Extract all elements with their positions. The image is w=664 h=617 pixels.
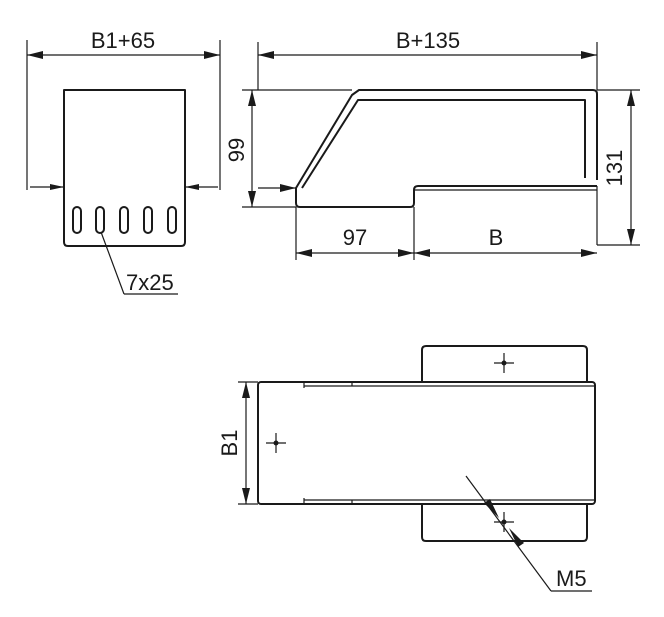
bolt-leader: M5 (465, 475, 592, 592)
plan-upper-flange (421, 345, 588, 382)
dimension-label: B+135 (396, 28, 460, 53)
slot (95, 206, 105, 234)
crosshair-mark (494, 353, 514, 373)
dimension-plan-width: B1 (217, 381, 258, 505)
dimension-side-height-right: 131 (596, 89, 640, 246)
slot-leader: 7x25 (100, 231, 178, 295)
plan-view: B1 M5 (217, 345, 596, 592)
side-view-outer-profile (295, 89, 598, 189)
plan-main-body (257, 381, 596, 505)
dimension-front-width: B1+65 (26, 28, 221, 190)
dimension-label: 97 (343, 225, 367, 250)
dimension-side-width: B+135 (257, 28, 598, 90)
slot (119, 206, 129, 234)
side-view-bottom-profile (295, 185, 597, 208)
slot (72, 206, 82, 234)
slot (143, 206, 153, 234)
dimension-offset-and-base: 97 B (295, 207, 597, 260)
dimension-label: B1+65 (91, 28, 155, 53)
front-view-body (63, 89, 186, 247)
flange-arrow (185, 184, 199, 190)
side-view: B+135 99 131 (224, 28, 640, 260)
flange-arrow (50, 184, 64, 190)
plan-lower-flange (421, 504, 588, 542)
slot-label: 7x25 (126, 270, 174, 295)
crosshair-mark (494, 512, 514, 532)
front-view-slots (72, 206, 177, 234)
slot (167, 206, 177, 234)
dimension-label: B1 (217, 430, 242, 457)
crosshair-mark (266, 433, 286, 453)
dimension-label: 131 (602, 150, 627, 187)
dimension-label: 99 (224, 138, 249, 162)
dimension-label: B (489, 225, 504, 250)
dimension-side-height-left: 99 (224, 89, 352, 208)
bolt-label: M5 (556, 566, 587, 591)
front-view: B1+65 7x25 (26, 28, 221, 295)
side-view-inner-profile (301, 99, 586, 189)
